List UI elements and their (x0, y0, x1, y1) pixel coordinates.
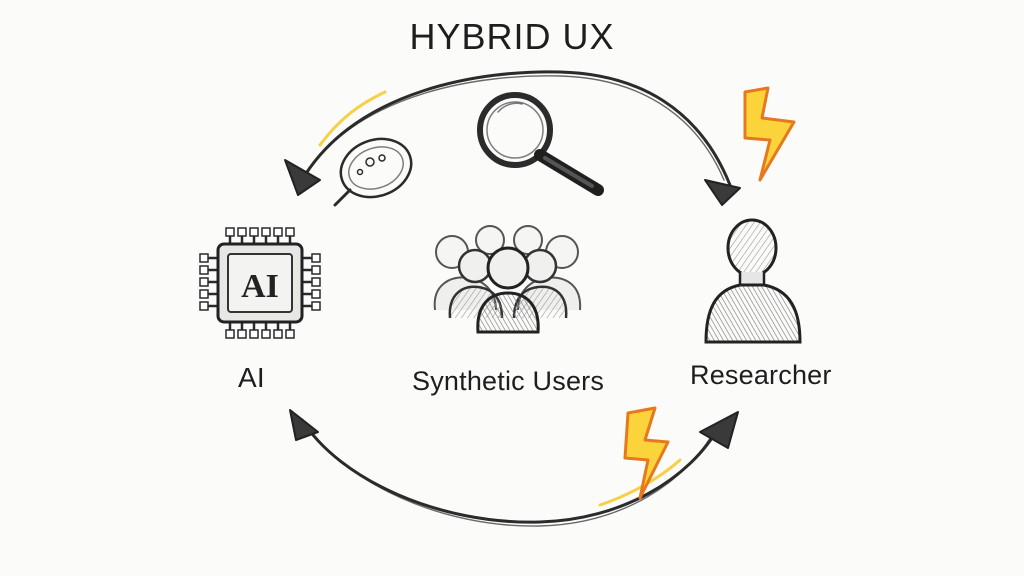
diagram-title: HYBRID UX (409, 16, 615, 57)
lightning-bolt-icon-bottom (623, 406, 670, 500)
node-label-researcher: Researcher (690, 360, 832, 390)
petri-dish-icon (333, 137, 413, 207)
user-group-icon (433, 225, 582, 334)
node-label-synthetic-users: Synthetic Users (412, 366, 605, 396)
top-cycle-arrow (284, 70, 741, 206)
magnifying-glass-icon (477, 92, 604, 196)
bottom-cycle-arrow (289, 409, 739, 527)
node-label-ai: AI (238, 362, 265, 393)
ai-chip-text: AI (241, 268, 279, 305)
lightning-bolt-icon-top (743, 86, 796, 182)
ai-chip-icon: AI (199, 227, 321, 339)
person-icon (704, 218, 802, 344)
